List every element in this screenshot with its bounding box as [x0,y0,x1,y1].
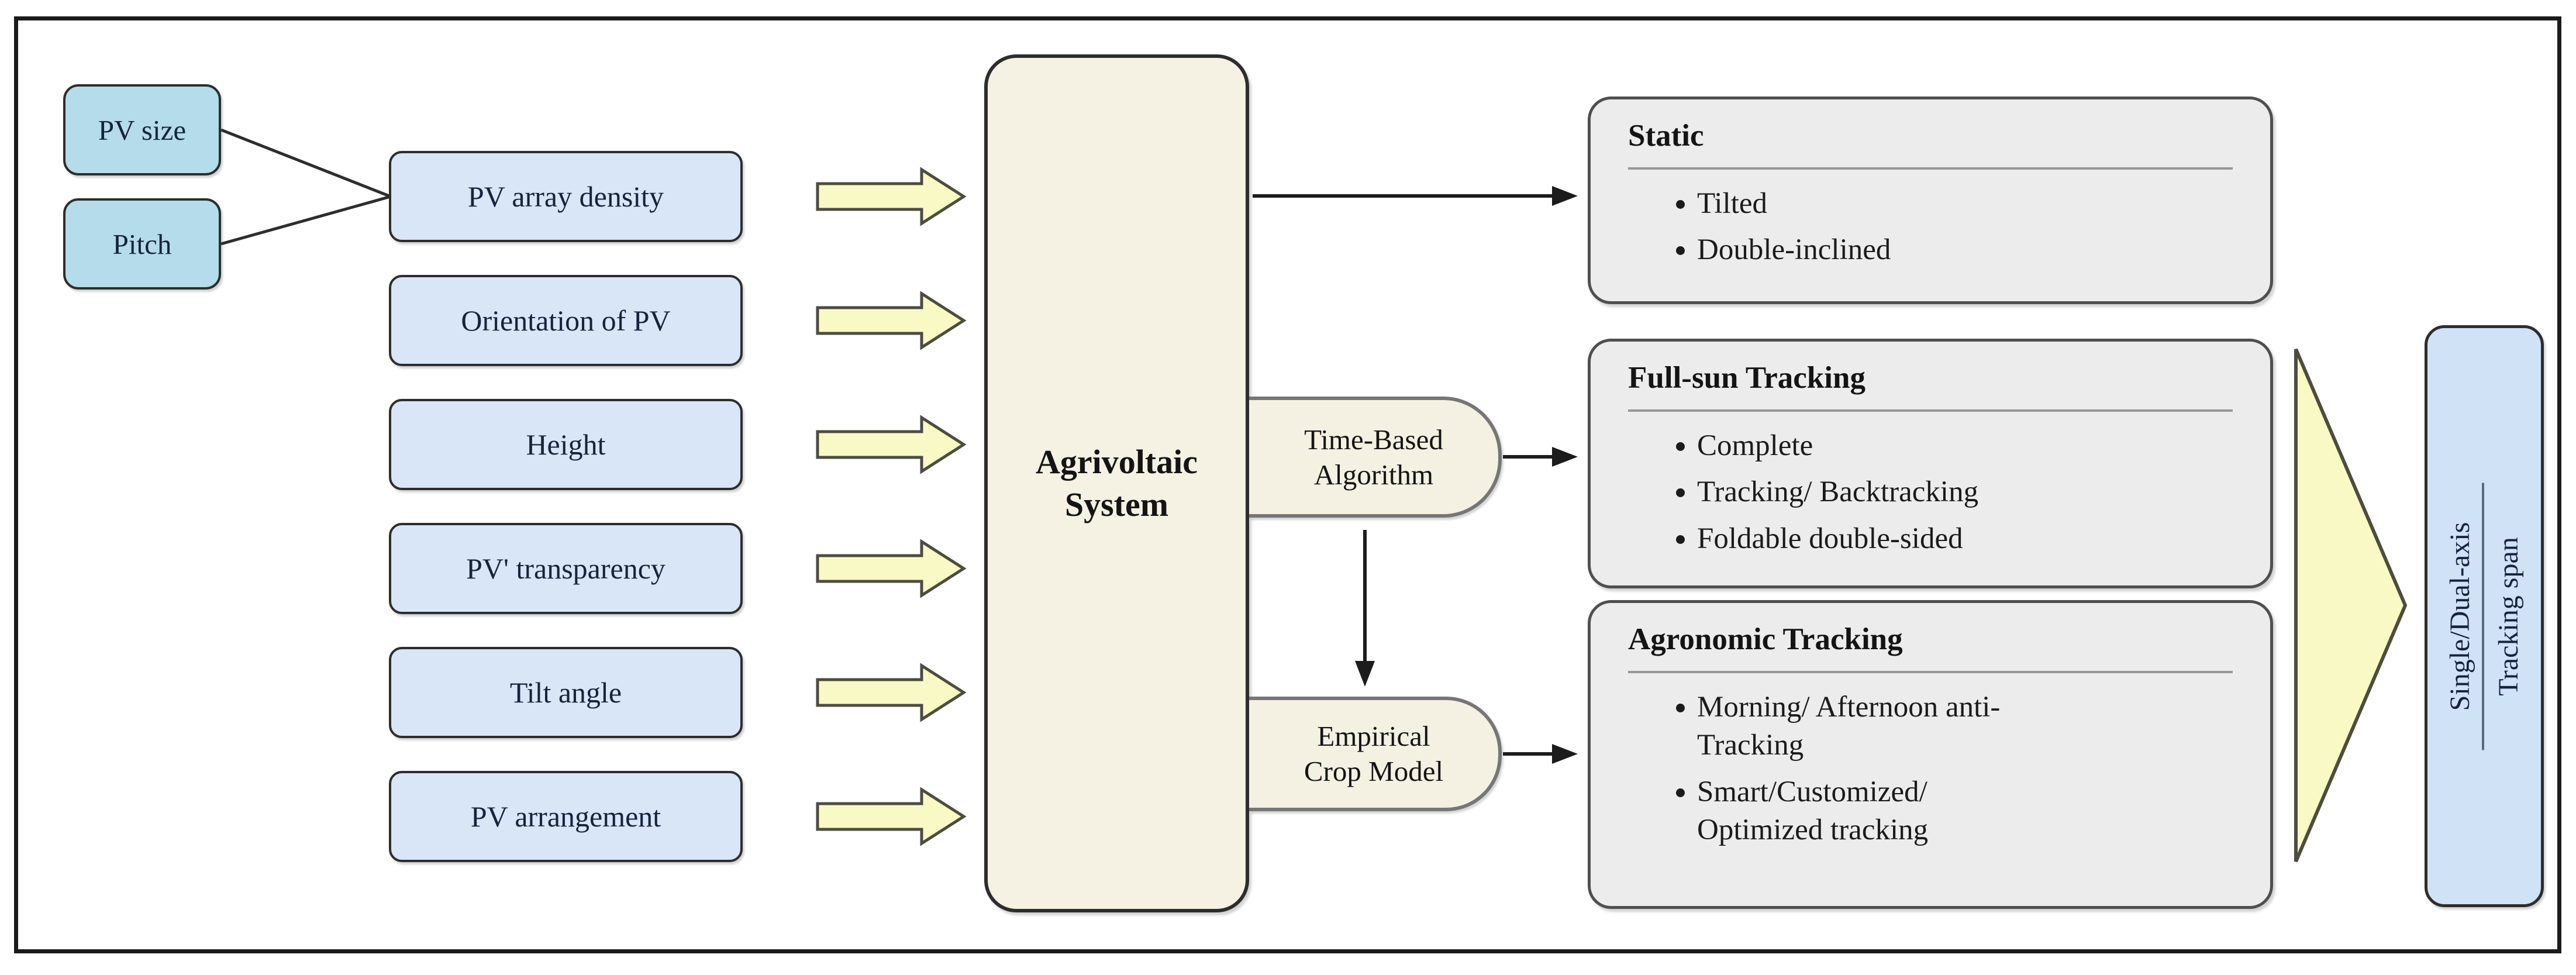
node-label: Time-Based Algorithm [1304,423,1443,491]
input-flow-arrow-icon [816,415,967,474]
node-label: Height [526,428,606,461]
category-title: Full-sun Tracking [1628,361,1865,395]
bullet-item: Foldable double-sided [1697,520,2233,558]
category-title: Agronomic Tracking [1628,622,1903,656]
output-line-2: Tracking span [2493,536,2524,696]
title-separator [1628,167,2233,170]
input-flow-arrow-icon [816,663,967,722]
node-label: PV arrangement [470,800,661,833]
node-label: PV size [98,113,187,146]
category-item-list: Morning/ Afternoon anti-Tracking Smart/C… [1697,688,2233,849]
node-pv-transparency: PV' transparency [389,523,743,614]
title-separator [1628,671,2233,673]
rotated-text-block: Single/Dual-axis Tracking span [2425,325,2544,907]
category-static: Static Tilted Double-inclined [1588,97,2273,304]
input-flow-arrow-icon [816,167,967,226]
big-output-arrow-icon [2294,348,2408,863]
node-label: PV array density [467,180,664,213]
input-flow-arrow-icon [816,539,967,598]
bullet-item: Tracking/ Backtracking [1697,473,2233,511]
node-pv-array-density: PV array density [389,151,743,242]
bullet-item: Morning/ Afternoon anti-Tracking [1697,688,2060,765]
join-line-pitch [220,195,391,246]
output-divider [2482,482,2484,750]
node-pitch: Pitch [63,198,221,290]
bullet-item: Double-inclined [1697,231,2233,269]
output-line-1: Single/Dual-axis [2444,522,2475,711]
node-orientation-of-pv: Orientation of PV [389,275,743,366]
node-label: Orientation of PV [461,304,671,337]
bullet-item: Tilted [1697,185,2233,223]
node-time-based-algorithm: Time-Based Algorithm [1249,397,1502,518]
node-height: Height [389,399,743,490]
title-separator [1628,409,2233,412]
join-line-pv-size [220,128,391,198]
node-label: PV' transparency [466,552,665,585]
node-label: Tilt angle [509,676,622,709]
node-tracking-output: Single/Dual-axis Tracking span [2425,325,2544,907]
category-title: Static [1628,119,1704,153]
bullet-item: Smart/Customized/ Optimized tracking [1697,773,2060,850]
node-label: Pitch [112,228,172,260]
category-agronomic-tracking: Agronomic Tracking Morning/ Afternoon an… [1588,600,2273,909]
category-full-sun-tracking: Full-sun Tracking Complete Tracking/ Bac… [1588,339,2273,588]
node-label: Agrivoltaic System [1035,443,1198,523]
node-tilt-angle: Tilt angle [389,647,743,738]
node-pv-size: PV size [63,84,221,175]
node-pv-arrangement: PV arrangement [389,771,743,862]
input-flow-arrow-icon [816,787,967,846]
category-item-list: Complete Tracking/ Backtracking Foldable… [1697,427,2233,558]
bullet-item: Complete [1697,427,2233,465]
node-label: Empirical Crop Model [1303,720,1444,787]
input-flow-arrow-icon [816,291,967,350]
category-item-list: Tilted Double-inclined [1697,185,2233,270]
node-agrivoltaic-system: Agrivoltaic System [984,54,1249,912]
node-empirical-crop-model: Empirical Crop Model [1249,697,1502,811]
